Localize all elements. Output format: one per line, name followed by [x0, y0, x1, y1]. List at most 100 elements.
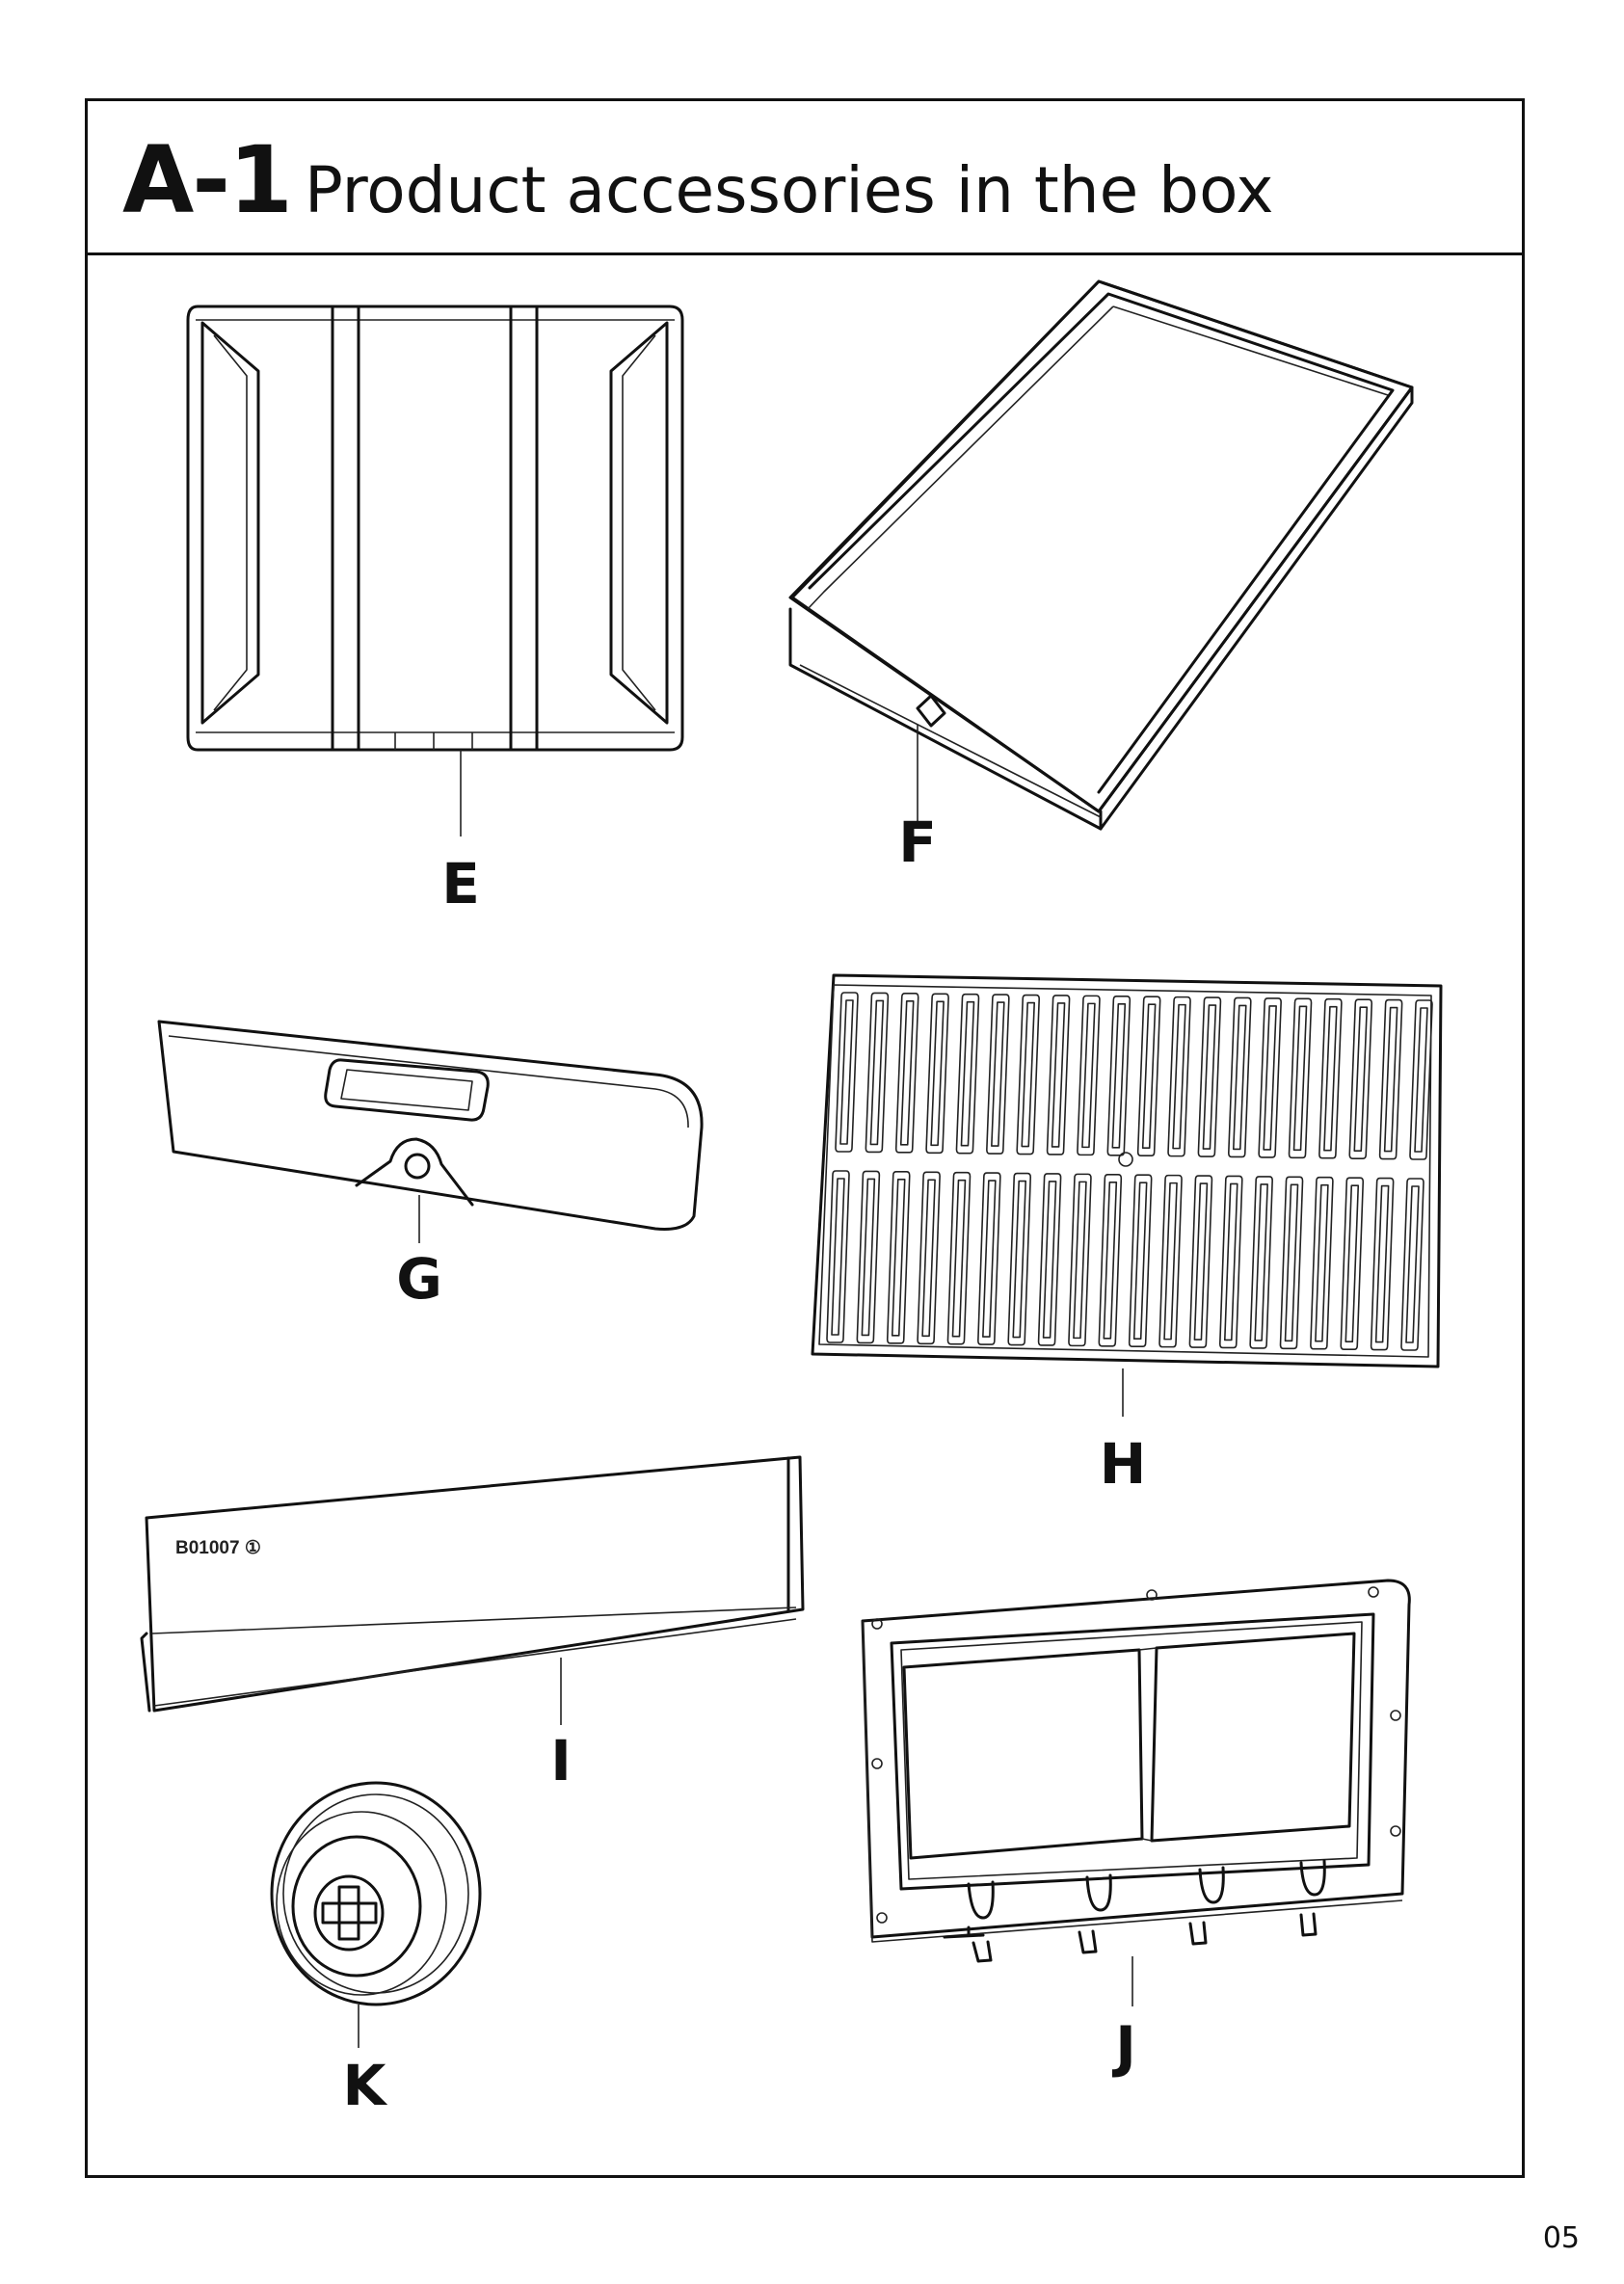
grate-slot: [1188, 1175, 1213, 1348]
grate-slot: [1370, 1177, 1395, 1351]
section-code: A-1: [122, 126, 293, 234]
grate-slot: [977, 1172, 1001, 1345]
grate-slot-inner: [921, 1179, 936, 1338]
grate-slot: [917, 1171, 941, 1345]
grate-slot-inner: [1414, 1007, 1428, 1153]
cooking-grate-icon: [811, 973, 1443, 1417]
grate-slot: [946, 1171, 972, 1345]
grate-slot: [1128, 1174, 1153, 1348]
grate-slot-inner: [991, 1001, 1005, 1147]
tray-handle-icon: [157, 1020, 704, 1243]
grate-slot: [986, 994, 1010, 1155]
side-panel-icon: [186, 305, 684, 837]
grate-slot: [1279, 1176, 1304, 1350]
part-label-e: E: [441, 851, 480, 916]
drip-tray-icon: [788, 279, 1414, 831]
grate-slot-inner: [1374, 1184, 1390, 1343]
grate-slot-inner: [1111, 1002, 1127, 1149]
grate-slot-inner: [899, 1000, 915, 1146]
grate-slot: [1046, 995, 1071, 1155]
grate-slot: [1288, 997, 1313, 1159]
grate-slot-inner: [1383, 1006, 1398, 1153]
part-label-f: F: [898, 810, 937, 875]
grate-slot-inner: [1073, 1181, 1087, 1340]
grate-slot: [1136, 996, 1161, 1157]
grate-slot-inner: [839, 999, 854, 1145]
grate-slot: [1197, 996, 1222, 1157]
grate-slot: [856, 1170, 881, 1344]
grate-slot: [1007, 1172, 1032, 1346]
grate-slot: [1077, 995, 1101, 1156]
part-label-k: K: [342, 2053, 386, 2118]
grate-slot-inner: [1284, 1183, 1299, 1342]
grate-slot-inner: [1353, 1006, 1369, 1152]
grate-slot: [1400, 1178, 1424, 1351]
grate-slot-inner: [1103, 1181, 1118, 1340]
grate-slot: [1378, 998, 1403, 1160]
part-stamp: B01007 ①: [175, 1538, 261, 1558]
grate-slot: [1016, 994, 1041, 1155]
grate-slot-inner: [1202, 1004, 1217, 1150]
part-label-i: I: [550, 1728, 572, 1793]
grate-slot: [886, 1171, 911, 1344]
grate-slot-inner: [1163, 1182, 1178, 1341]
grate-slot: [826, 1170, 850, 1343]
grate-slot: [1258, 997, 1282, 1158]
grate-slot: [865, 992, 890, 1154]
grate-slot: [1310, 1176, 1334, 1350]
grate-slot-inner: [1051, 1002, 1066, 1148]
page-number: 05: [1542, 2221, 1580, 2255]
grate-slot: [1318, 997, 1343, 1159]
grate-slot: [955, 993, 980, 1155]
grate-slot-inner: [1292, 1005, 1308, 1152]
grate-slot: [1340, 1177, 1365, 1350]
grate-slot: [1348, 998, 1373, 1159]
grate-slot: [1409, 999, 1433, 1160]
grate-slot-inner: [1081, 1002, 1096, 1149]
grate-slot: [894, 993, 919, 1154]
door-frame-icon: [861, 1579, 1411, 2006]
part-label-h: H: [1099, 1431, 1147, 1497]
grate-slot-inner: [1132, 1182, 1148, 1341]
grate-slot-inner: [1405, 1185, 1420, 1343]
grate-slot: [1227, 996, 1252, 1158]
grate-slot-inner: [951, 1179, 967, 1338]
grate-slot-inner: [1042, 1181, 1057, 1339]
grate-slot-inner: [960, 1000, 975, 1147]
grate-slot-inner: [831, 1178, 845, 1336]
grate-slot: [1037, 1173, 1062, 1346]
grate-slot-inner: [1012, 1180, 1027, 1339]
grate-slot-inner: [930, 1000, 945, 1147]
wheel-icon: [270, 1781, 482, 2048]
grate-slot-inner: [1323, 1005, 1338, 1152]
grate-slot: [925, 993, 949, 1155]
grate-slot-inner: [1021, 1001, 1036, 1148]
grate-slot: [1218, 1175, 1243, 1349]
grate-slot-inner: [1232, 1004, 1247, 1151]
part-label-j: J: [1115, 2014, 1136, 2080]
grate-slot-inner: [982, 1180, 997, 1338]
grate-slot-inner: [1263, 1005, 1277, 1151]
front-panel-icon: B01007 ①: [140, 1455, 805, 1725]
grate-slot: [1158, 1174, 1183, 1348]
grate-slot-inner: [891, 1179, 906, 1337]
section-title: Product accessories in the box: [304, 153, 1274, 227]
grate-slot-inner: [1141, 1003, 1157, 1150]
part-label-g: G: [396, 1246, 442, 1312]
grate-slot-inner: [1315, 1183, 1329, 1342]
grate-slot: [1167, 996, 1191, 1157]
grate-slot-inner: [1254, 1183, 1268, 1341]
grate-slot-inner: [869, 999, 885, 1146]
grate-slot-inner: [1223, 1182, 1238, 1341]
grate-slot: [1068, 1173, 1092, 1347]
grate-slot-inner: [861, 1178, 876, 1337]
grate-slot: [1098, 1173, 1123, 1347]
grate-slot-inner: [1344, 1184, 1360, 1342]
grate-slot-inner: [1193, 1182, 1209, 1341]
grate-slot: [1249, 1176, 1273, 1349]
grate-slot-inner: [1172, 1003, 1186, 1150]
